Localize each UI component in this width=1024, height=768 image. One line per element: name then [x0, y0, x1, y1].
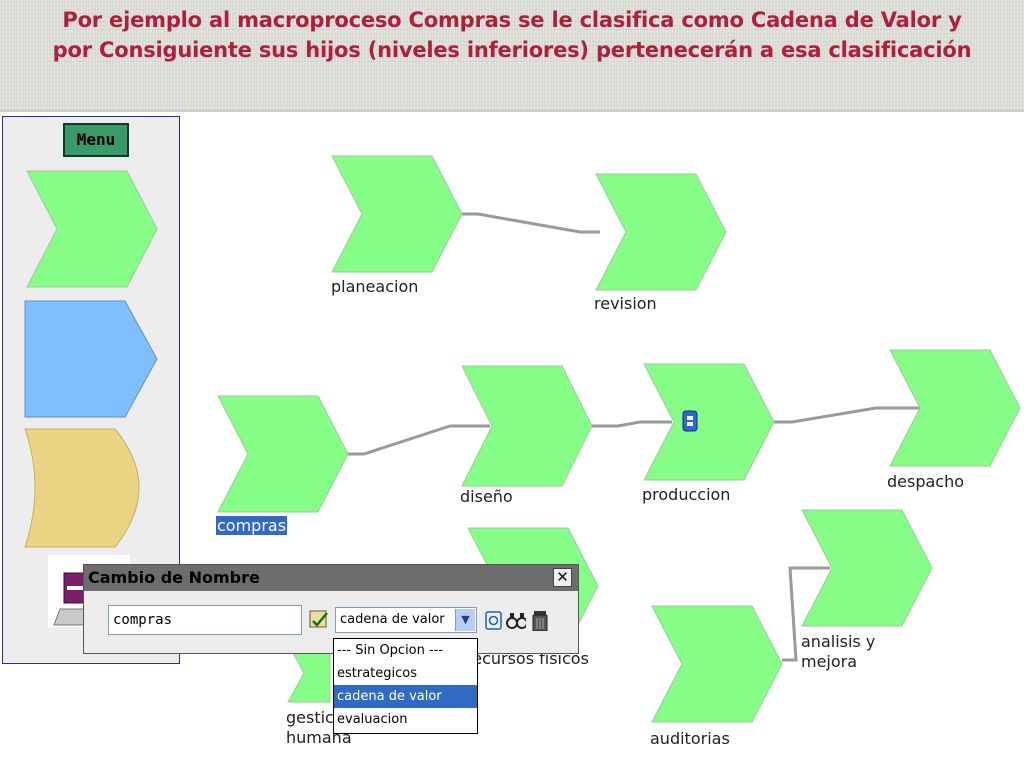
chevron-auditorias[interactable]	[651, 605, 783, 723]
option-evaluacion[interactable]: evaluacion	[337, 712, 408, 727]
node-label-analisis-mejora: analisis y mejora	[801, 632, 876, 671]
node-label-planeacion: planeacion	[331, 277, 419, 296]
option-sin-opcion[interactable]: --- Sin Opcion ---	[337, 643, 444, 658]
chevron-revision[interactable]	[595, 173, 727, 291]
chevron-planeacion[interactable]	[331, 155, 463, 273]
chevron-compras[interactable]	[217, 395, 349, 513]
node-label-auditorias: auditorias	[650, 729, 730, 748]
connector-lines	[348, 212, 920, 662]
option-cadena-de-valor[interactable]: cadena de valor	[334, 685, 477, 708]
classification-select-value: cadena de valor	[340, 612, 445, 627]
chevron-analisis-mejora[interactable]	[801, 509, 933, 627]
edit-confirm-icon[interactable]	[308, 609, 330, 631]
connector-produccion-despacho	[774, 406, 920, 424]
trash-icon[interactable]	[530, 609, 550, 631]
connector-auditorias-analisis	[782, 566, 830, 662]
slide-header: Por ejemplo al macroproceso Compras se l…	[0, 0, 1024, 112]
chevron-diseno[interactable]	[461, 365, 593, 487]
option-estrategicos[interactable]: estrategicos	[337, 666, 418, 681]
menu-button[interactable]: Menu	[63, 123, 129, 157]
dialog-titlebar[interactable]: Cambio de Nombre ✕	[84, 565, 578, 591]
document-link-icon[interactable]	[682, 410, 698, 432]
connector-planeacion-revision	[462, 212, 600, 234]
classification-select[interactable]: cadena de valor ▼	[335, 607, 477, 633]
node-label-revision: revision	[594, 294, 657, 313]
connector-compras-diseno	[348, 424, 490, 456]
classification-options-list: --- Sin Opcion --- estrategicos cadena d…	[333, 638, 478, 734]
name-input[interactable]	[108, 605, 302, 635]
node-label-diseno: diseño	[460, 487, 513, 506]
chevron-despacho[interactable]	[889, 349, 1021, 467]
menu-shapes	[24, 170, 158, 548]
binoculars-icon[interactable]	[506, 609, 526, 631]
menu-shape-pentagon[interactable]	[24, 300, 158, 418]
node-label-despacho: despacho	[887, 472, 965, 491]
menu-shape-curved[interactable]	[24, 428, 140, 548]
dialog-title: Cambio de Nombre	[88, 568, 260, 587]
close-icon[interactable]: ✕	[553, 568, 572, 587]
slide-title-line-2: por Consiguiente sus hijos (niveles infe…	[52, 38, 972, 62]
save-icon[interactable]	[484, 609, 504, 631]
chevron-produccion[interactable]	[643, 363, 775, 481]
slide-title-line-1: Por ejemplo al macroproceso Compras se l…	[62, 8, 962, 32]
rename-dialog: Cambio de Nombre ✕ cadena de valor ▼	[83, 564, 579, 654]
node-label-produccion: produccion	[642, 485, 731, 504]
chevron-down-icon[interactable]: ▼	[455, 609, 475, 631]
node-label-compras-selected[interactable]: compras	[216, 516, 288, 535]
connector-diseno-produccion	[592, 420, 672, 428]
menu-shape-chevron[interactable]	[26, 170, 158, 288]
